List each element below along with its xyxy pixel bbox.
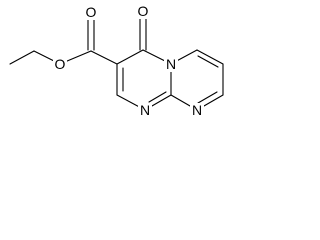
bond-c8-n9-inner bbox=[197, 91, 218, 104]
ethyl-group bbox=[9, 50, 61, 65]
ester-group bbox=[59, 17, 118, 65]
atom-n-lower-ring-a: N bbox=[140, 102, 150, 118]
atom-labels: O O O N N N bbox=[53, 3, 204, 118]
bond-c6-c7-inner bbox=[197, 55, 219, 68]
chemical-structure-diagram: O O O N N N bbox=[9, 3, 224, 118]
bond-carbonyl-to-ring bbox=[90, 50, 118, 65]
bond-c3-c4 bbox=[116, 49, 144, 65]
bond-c9a-n1-inner bbox=[148, 91, 167, 103]
atom-o-ester-carbonyl: O bbox=[86, 4, 97, 20]
atom-o-ketone: O bbox=[138, 3, 149, 19]
atom-n-lower-ring-b: N bbox=[192, 102, 202, 118]
atom-o-ester-link: O bbox=[55, 56, 66, 72]
left-ring bbox=[116, 16, 172, 111]
atom-n-bridgehead: N bbox=[166, 56, 176, 72]
bond-c6-c7 bbox=[196, 49, 224, 65]
bond-ethyl-ch3-ch2 bbox=[9, 50, 35, 65]
